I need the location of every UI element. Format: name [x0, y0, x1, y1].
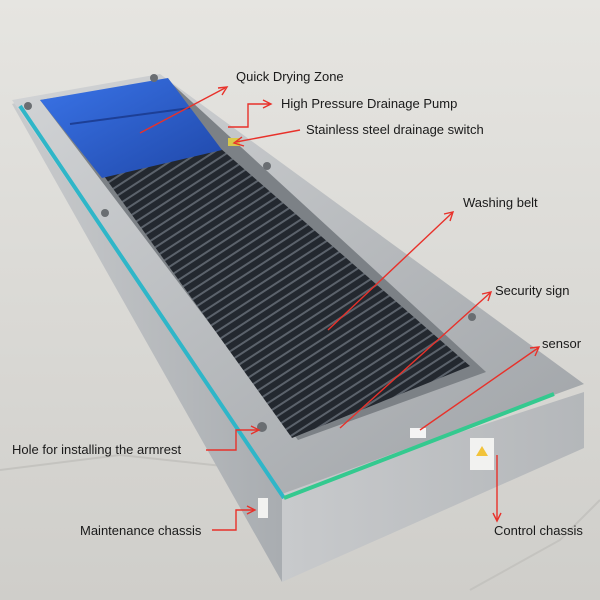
arrow-head — [232, 136, 245, 147]
screw-hole — [101, 209, 109, 217]
label-high-pressure-pump: High Pressure Drainage Pump — [281, 96, 458, 111]
label-washing-belt: Washing belt — [463, 195, 538, 210]
arrow-head — [246, 505, 257, 515]
washing-belt — [104, 148, 470, 438]
label-drainage-switch: Stainless steel drainage switch — [306, 122, 484, 137]
ground-crack — [469, 499, 600, 591]
ground-crack — [0, 453, 261, 471]
arrow-head — [443, 211, 455, 222]
screw-hole — [468, 313, 476, 321]
sensor-window — [410, 428, 426, 438]
arrow-security — [339, 292, 491, 429]
label-maintenance-chassis: Maintenance chassis — [80, 523, 202, 538]
arrow-head — [250, 425, 261, 435]
label-sensor: sensor — [542, 336, 582, 351]
warning-sign-left — [258, 498, 268, 518]
drying-towel — [40, 78, 222, 178]
arrow-head — [481, 291, 493, 302]
arrow-maintenance — [212, 509, 254, 531]
towel-fold — [69, 107, 191, 125]
arrow-head — [217, 86, 229, 96]
led-strip-front — [283, 392, 555, 500]
arrow-pump — [228, 103, 270, 128]
led-strip-left — [18, 104, 286, 500]
arrow-sensor — [419, 347, 539, 431]
label-quick-drying-zone: Quick Drying Zone — [236, 69, 344, 84]
screw-hole — [24, 102, 32, 110]
front-panel — [282, 392, 584, 582]
label-security-sign: Security sign — [495, 283, 570, 298]
label-armrest-hole: Hole for installing the armrest — [12, 442, 182, 457]
screw-hole — [263, 162, 271, 170]
arrow-quick-drying — [139, 87, 226, 134]
screw-hole — [150, 74, 158, 82]
left-side-panel — [12, 96, 288, 582]
arrow-belt — [327, 212, 453, 331]
drainage-switch-plate — [228, 138, 240, 146]
arrow-switch — [235, 129, 301, 143]
arrow-head — [492, 512, 502, 523]
warning-triangle — [476, 446, 488, 456]
arrow-hole — [206, 429, 258, 451]
annotation-arrows — [139, 86, 541, 531]
label-control-chassis: Control chassis — [494, 523, 583, 538]
arrow-head — [529, 346, 541, 357]
arrow-head — [262, 99, 273, 109]
